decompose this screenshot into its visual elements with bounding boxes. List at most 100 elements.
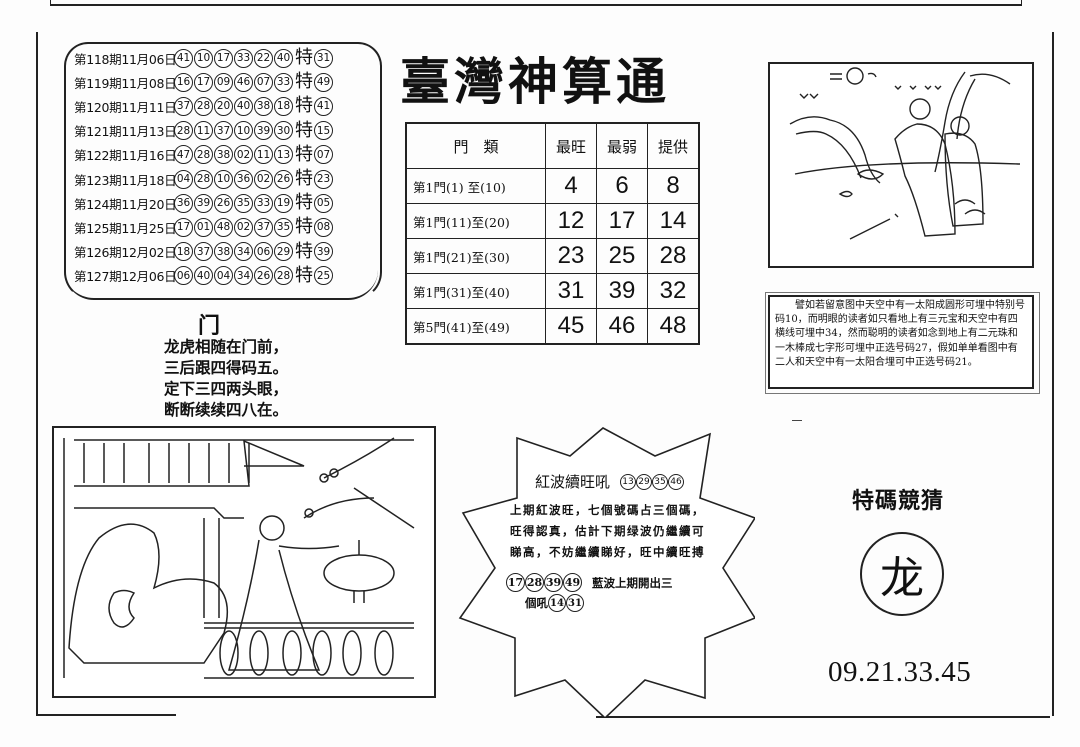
- row-cold: 17: [596, 203, 648, 239]
- special-label: 特: [295, 143, 313, 165]
- number-ball: 22: [254, 48, 273, 68]
- number-ball: 28: [174, 121, 193, 141]
- row-category: 第1門(21)至(30): [405, 238, 546, 274]
- special-label: 特: [295, 264, 313, 286]
- header-category: 門 類: [405, 122, 546, 169]
- number-ball: 49: [563, 573, 582, 592]
- row-category: 第1門(11)至(20): [405, 203, 546, 239]
- special-label: 特: [295, 119, 313, 141]
- header-hot: 最旺: [545, 122, 597, 169]
- header-cold: 最弱: [596, 122, 648, 169]
- row-hot: 31: [545, 273, 597, 309]
- number-ball: 34: [234, 266, 253, 286]
- number-ball: 20: [214, 96, 233, 116]
- number-ball: 26: [214, 193, 233, 213]
- number-ball: 33: [274, 72, 293, 92]
- number-ball: 38: [214, 242, 233, 262]
- draw-label: 第124期11月20日: [74, 196, 177, 212]
- number-ball: 28: [194, 96, 213, 116]
- special-label: 特: [295, 240, 313, 262]
- number-ball: 35: [234, 193, 253, 213]
- row-hot: 45: [545, 308, 597, 345]
- table-row: 第1門(31)至(40) 31 39 32: [405, 273, 700, 309]
- row-cold: 46: [596, 308, 648, 345]
- number-ball: 04: [214, 266, 233, 286]
- draw-label: 第127期12月06日: [74, 269, 177, 285]
- poem-line: 定下三四两头眼，: [164, 379, 289, 398]
- table-header-row: 門 類 最旺 最弱 提供: [405, 122, 700, 169]
- guess-title: 特碼競猜: [852, 488, 945, 514]
- page-frame: [36, 32, 1054, 716]
- special-ball: 25: [314, 266, 333, 286]
- number-ball: 28: [194, 145, 213, 165]
- number-ball: 17: [506, 573, 525, 592]
- row-category: 第1門(1) 至(10): [405, 168, 546, 204]
- number-ball: 41: [174, 48, 193, 68]
- number-ball: 14: [548, 594, 566, 612]
- number-ball: 30: [274, 121, 293, 141]
- number-ball: 06: [254, 242, 273, 262]
- number-ball: 37: [174, 96, 193, 116]
- number-ball: 35: [274, 217, 293, 237]
- draw-label: 第120期11月11日: [74, 99, 177, 115]
- row-category: 第5門(41)至(49): [405, 308, 546, 345]
- number-ball: 01: [194, 217, 213, 237]
- number-ball: 17: [174, 217, 193, 237]
- number-ball: 29: [274, 242, 293, 262]
- number-ball: 36: [174, 193, 193, 213]
- number-ball: 38: [214, 145, 233, 165]
- number-ball: 39: [544, 573, 563, 592]
- special-ball: 31: [314, 48, 333, 68]
- number-ball: 13: [620, 473, 637, 490]
- table-row: 第1門(21)至(30) 23 25 28: [405, 238, 700, 274]
- number-ball: 48: [214, 217, 233, 237]
- results-panel-bracket: [64, 260, 378, 300]
- blue-wave-text: 藍波上期開出三: [592, 575, 673, 590]
- draw-label: 第126期12月02日: [74, 245, 177, 261]
- number-ball: 10: [214, 169, 233, 189]
- number-ball: 17: [214, 48, 233, 68]
- starburst-body: 上期紅波旺，七個號碼占三個碼，旺得認真，估計下期绿波仍繼續可睇高，不妨繼續睇好，…: [510, 503, 705, 559]
- number-ball: 02: [234, 145, 253, 165]
- number-ball: 46: [234, 72, 253, 92]
- special-label: 特: [295, 71, 313, 93]
- zodiac-circle: 龙: [860, 532, 944, 616]
- number-ball: 29: [636, 473, 653, 490]
- number-ball: 09: [214, 72, 233, 92]
- special-ball: 05: [314, 193, 333, 213]
- elders-illustration: [768, 62, 1034, 268]
- doors-table: 門 類 最旺 最弱 提供 第1門(1) 至(10) 4 6 8 第1門(11)至…: [405, 122, 700, 345]
- number-ball: 11: [254, 145, 273, 165]
- number-ball: 46: [668, 473, 685, 490]
- number-ball: 18: [274, 96, 293, 116]
- note-outline: [765, 292, 1040, 394]
- row-pick: 8: [647, 168, 700, 204]
- blue-wave-text-2: 個吼: [525, 596, 548, 610]
- number-ball: 26: [274, 169, 293, 189]
- special-ball: 23: [314, 169, 333, 189]
- special-label: 特: [295, 168, 313, 189]
- number-ball: 34: [234, 242, 253, 262]
- table-row: 第1門(1) 至(10) 4 6 8: [405, 168, 700, 204]
- poem-title: 门: [198, 313, 221, 339]
- number-ball: 16: [174, 72, 193, 92]
- starburst-title: 紅波續旺吼: [535, 473, 611, 491]
- number-ball: 39: [194, 193, 213, 213]
- number-ball: 26: [254, 266, 273, 286]
- number-ball: 04: [174, 169, 193, 189]
- draw-label: 第122期11月16日: [74, 148, 177, 164]
- row-hot: 12: [545, 203, 597, 239]
- number-ball: 11: [194, 121, 213, 141]
- special-ball: 39: [314, 242, 333, 262]
- number-ball: 37: [194, 242, 213, 262]
